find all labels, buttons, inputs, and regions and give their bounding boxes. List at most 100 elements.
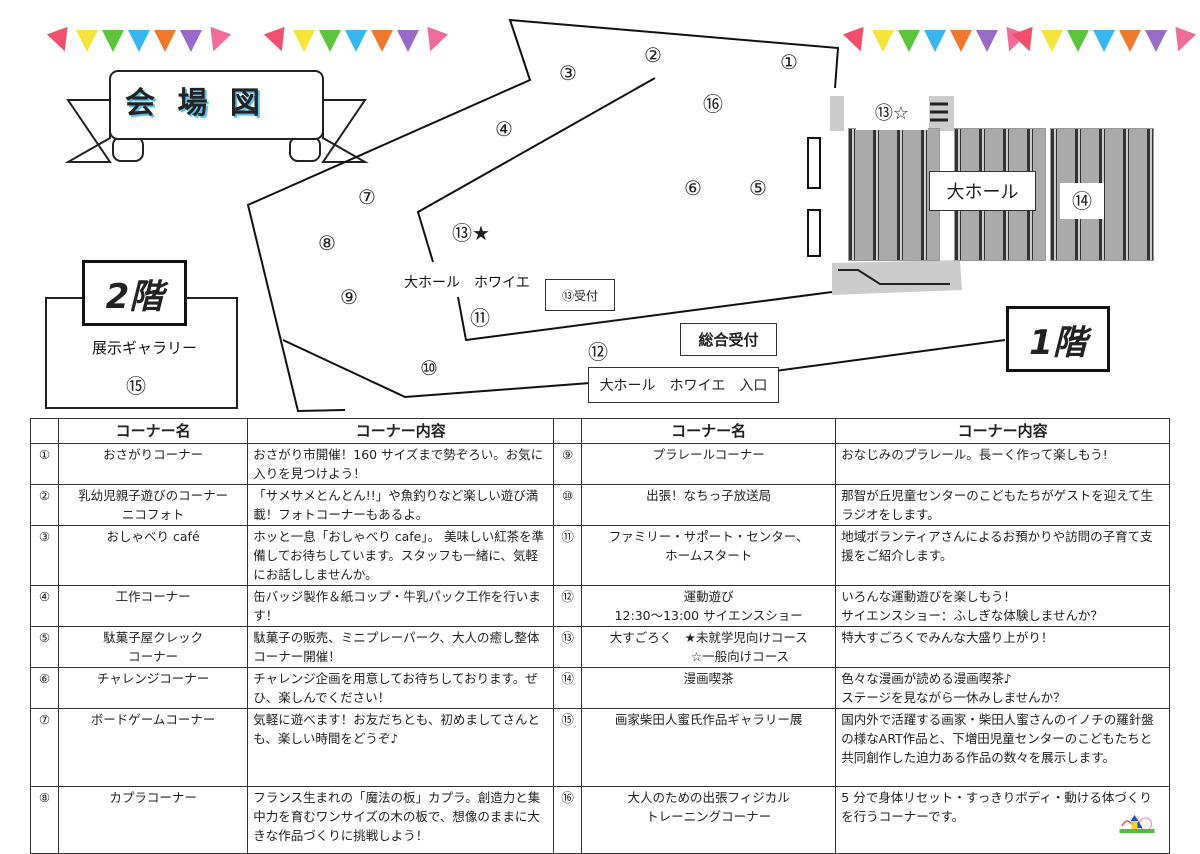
- floor1-label: 1階: [1006, 306, 1110, 372]
- bunting-flag: [319, 30, 341, 52]
- marker-8: ⑧: [318, 231, 336, 255]
- corner-num: ⑭: [553, 667, 583, 709]
- corner-name: カプラコーナー: [57, 786, 249, 854]
- corner-name: プラレールコーナー: [581, 443, 837, 485]
- marker-9: ⑨: [340, 285, 358, 309]
- amusement-park-icon: [1119, 815, 1155, 833]
- foyer-label: 大ホール ホワイエ: [404, 275, 530, 291]
- corner-content: いろんな運動遊びを楽しもう！ サイエンスショー：ふしぎな体験しませんか？: [835, 585, 1170, 627]
- corner-name: 運動遊び 12:30～13:00 サイエンスショー: [581, 585, 837, 627]
- bunting-flag: [898, 30, 920, 52]
- marker-6: ⑥: [684, 176, 702, 200]
- corner-num: ⑩: [553, 484, 583, 526]
- corner-num: ⑮: [553, 708, 583, 787]
- bunting-flag: [180, 30, 202, 52]
- corner-content: おさがり市開催！160 サイズまで勢ぞろい。お気に入りを見つけよう！: [247, 443, 555, 485]
- corner-num: ①: [30, 443, 59, 485]
- header-corner-name: コーナー名: [57, 418, 249, 444]
- gallery-label: 展示ギャラリー: [92, 339, 198, 357]
- corner-content: 色々な漫画が読める漫画喫茶♪ ステージを見ながら一休みしませんか？: [835, 667, 1170, 709]
- marker-7: ⑦: [358, 185, 376, 209]
- marker-2: ②: [644, 43, 662, 67]
- corner-name: チャレンジコーナー: [57, 667, 249, 709]
- corner-num: ⑫: [553, 585, 583, 627]
- bunting-flag: [154, 30, 176, 52]
- bunting-flag: [76, 30, 98, 52]
- bunting-decoration: [46, 26, 232, 60]
- corner-content: 地域ボランティアさんによるお預かりや訪問の子育て支援をご紹介します。: [835, 525, 1170, 586]
- corner-content: 缶バッジ製作＆紙コップ・牛乳パック工作を行います！: [247, 585, 555, 627]
- marker-15: ⑮: [126, 374, 146, 398]
- bunting-flag: [345, 30, 367, 52]
- bunting-decoration: [842, 26, 1028, 60]
- corner-name: 画家柴田人蜜氏作品ギャラリー展: [581, 708, 837, 787]
- corner-name: おさがりコーナー: [57, 443, 249, 485]
- marker-13-star: ⑬★: [452, 221, 490, 245]
- corner-content: おなじみのプラレール。長ーく作って楽しもう!: [835, 443, 1170, 485]
- corner-content: 5 分で身体リセット・すっきりボディ・動ける体づくりを行うコーナーです。: [835, 786, 1170, 854]
- bunting-flag: [371, 30, 393, 52]
- corner-num: ②: [30, 484, 59, 526]
- general-reception-label: 総合受付: [680, 323, 777, 356]
- corner-name: 大すごろく ★未就学児向けコース ☆一般向けコース: [581, 626, 837, 668]
- bunting-flag: [293, 30, 315, 52]
- bunting-flag: [872, 30, 894, 52]
- corner-content: 「サメサメとんとん!!」や魚釣りなど楽しい遊び満載！フォトコーナーもあるよ。: [247, 484, 555, 526]
- title-ribbon: [65, 70, 369, 163]
- bunting-flag: [102, 30, 124, 52]
- bunting-flag: [397, 30, 419, 52]
- bunting-flag: [1145, 30, 1167, 52]
- corner-num: ⑥: [30, 667, 59, 709]
- corner-num: ⑤: [30, 626, 59, 668]
- marker-16: ⑯: [703, 92, 723, 116]
- marker-14: ⑭: [1060, 183, 1104, 219]
- bunting-decoration: [263, 26, 449, 60]
- marker-5: ⑤: [749, 176, 767, 200]
- corner-name: 工作コーナー: [57, 585, 249, 627]
- marker-12: ⑫: [588, 340, 608, 364]
- corner-content: チャレンジ企画を用意してお待ちしております。ぜひ、楽しんでください！: [247, 667, 555, 709]
- page-title: 会 場 図: [125, 86, 266, 121]
- corner-num: ⑯: [553, 786, 583, 854]
- floor2-label: 2階: [82, 260, 187, 326]
- corner-content: 特大すごろくでみんな大盛り上がり！: [835, 626, 1170, 668]
- corner-content: 駄菓子の販売、ミニプレーパーク、大人の癒し整体コーナー開催！: [247, 626, 555, 668]
- corner-name: 出張！なちっ子放送局: [581, 484, 837, 526]
- corner-name: ボードゲームコーナー: [57, 708, 249, 787]
- marker-3: ③: [559, 61, 577, 85]
- corner-num: ⑦: [30, 708, 59, 787]
- hall-seating: [848, 128, 940, 261]
- corner-name: おしゃべり café: [57, 525, 249, 586]
- marker-10: ⑩: [420, 356, 438, 380]
- hall-label: 大ホール: [929, 171, 1036, 211]
- bunting-flag: [1093, 30, 1115, 52]
- bunting-flag: [128, 30, 150, 52]
- corner-name: 駄菓子屋クレック コーナー: [57, 626, 249, 668]
- marker-11: ⑪: [470, 306, 490, 330]
- marker-4: ④: [495, 117, 513, 141]
- corner-content: 国内外で活躍する画家・柴田人蜜さんのイノチの羅針盤の様なART作品と、下増田児童…: [835, 708, 1170, 787]
- bunting-flag: [950, 30, 972, 52]
- marker-1: ①: [780, 50, 798, 74]
- bunting-flag: [1119, 30, 1141, 52]
- header-corner-name: コーナー名: [581, 418, 837, 444]
- floor-map-outline: [246, 18, 1006, 413]
- reception-13-label: ⑬受付: [545, 279, 615, 311]
- corner-content: ホッと一息「おしゃべり cafe」。 美味しい紅茶を準備してお待ちしています。ス…: [247, 525, 555, 586]
- bunting-flag: [976, 30, 998, 52]
- entrance-label: 大ホール ホワイエ 入口: [588, 367, 779, 403]
- corner-name: ファミリー・サポート・センター、 ホームスタート: [581, 525, 837, 586]
- corner-content: 気軽に遊べます！お友だちとも、初めましてさんとも、楽しい時間をどうぞ♪: [247, 708, 555, 787]
- header-corner-content: コーナー内容: [835, 418, 1170, 444]
- marker-13-hollow-star: ⑬☆: [856, 98, 928, 130]
- corner-name: 大人のための出張フィジカル トレーニングコーナー: [581, 786, 837, 854]
